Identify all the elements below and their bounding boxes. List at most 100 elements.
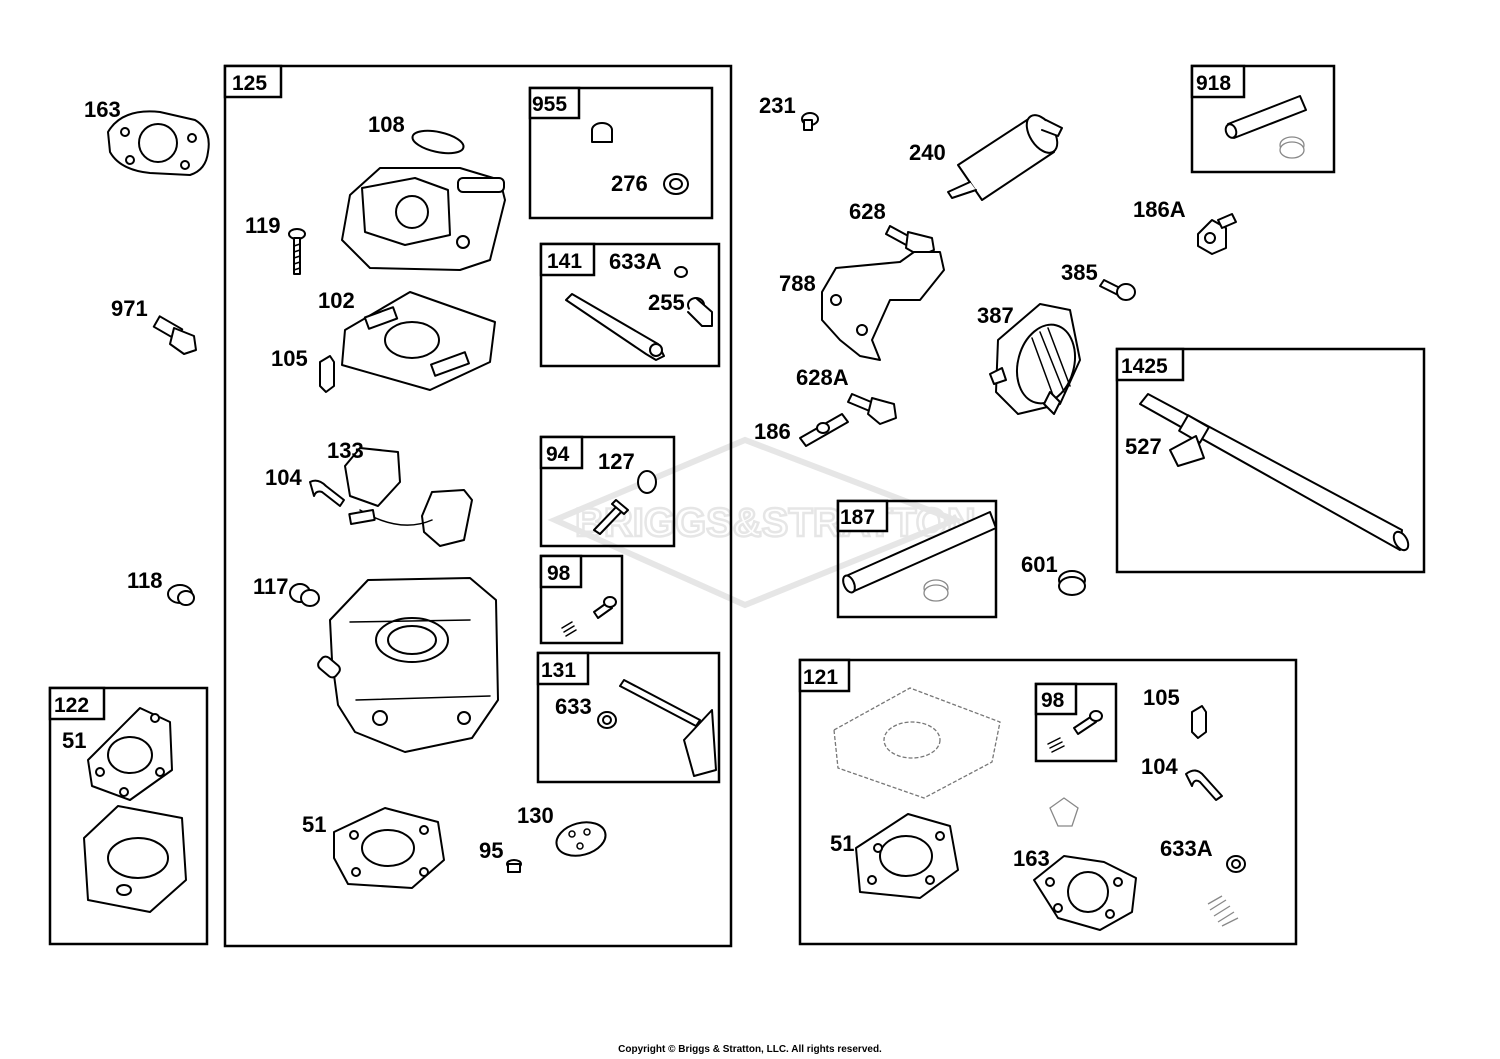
spring-98-main-icon [561, 621, 577, 637]
copyright-notice: Copyright © Briggs & Stratton, LLC. All … [618, 1044, 882, 1055]
svg-text:121: 121 [803, 666, 838, 689]
kit-tag-125: 125 [223, 64, 283, 99]
gasket-51-main-icon [333, 807, 445, 889]
label-186: 186 [754, 419, 791, 444]
label-105: 105 [271, 346, 308, 371]
plug-118-icon [167, 584, 195, 606]
kit-tag-187: 187 [836, 499, 889, 533]
kit-94-box [539, 435, 676, 548]
label-51-main: 51 [302, 812, 326, 837]
kit-125-box [223, 64, 733, 948]
label-118: 118 [127, 568, 163, 593]
label-387: 387 [977, 303, 1014, 328]
label-628: 628 [849, 199, 886, 224]
kit-121-box [798, 658, 1298, 946]
plate-130-icon [555, 821, 607, 857]
label-633a-k121: 633A [1160, 836, 1213, 861]
label-633a-main: 633A [609, 249, 662, 274]
svg-text:98: 98 [547, 562, 571, 585]
label-51-k121: 51 [830, 831, 854, 856]
gasket-163-k121-icon [1033, 855, 1137, 931]
kit-918-box [1190, 64, 1336, 174]
briggs-stratton-watermark: BRIGGS&STRATTON [547, 436, 977, 609]
label-130: 130 [517, 803, 554, 828]
kit-187-box [836, 499, 998, 619]
label-117: 117 [253, 574, 289, 599]
bolt-385-icon [1099, 279, 1136, 301]
fuel-pump-387-icon [989, 303, 1081, 415]
carburetor-body-icon [317, 577, 499, 753]
label-385: 385 [1061, 260, 1098, 285]
spacer-k122-icon [83, 805, 187, 913]
kit-tag-1425: 1425 [1115, 347, 1185, 382]
washer-276-icon [663, 173, 689, 195]
svg-text:122: 122 [54, 694, 89, 717]
spring-ghost-icon [1207, 895, 1239, 927]
kit-1425-box [1115, 347, 1426, 574]
gasket-102-ghost-icon [833, 687, 1001, 799]
label-102: 102 [318, 288, 355, 313]
kit-141-box [539, 242, 721, 368]
label-628a: 628A [796, 365, 849, 390]
label-104: 104 [265, 465, 302, 490]
clamp-601-icon [1058, 570, 1086, 596]
kit-tag-131: 131 [536, 651, 590, 686]
bracket-788-icon [821, 251, 945, 361]
kit-122-box [48, 686, 209, 946]
screw-119-icon [288, 228, 306, 275]
svg-text:918: 918 [1196, 72, 1231, 95]
svg-text:955: 955 [532, 93, 567, 116]
svg-text:187: 187 [840, 506, 875, 529]
label-119: 119 [245, 213, 281, 238]
oring-127-icon [637, 470, 657, 494]
label-788: 788 [779, 271, 816, 296]
washer-633a-main-icon [674, 266, 688, 278]
gasket-108-icon [411, 129, 465, 155]
bushing-255-icon [687, 297, 713, 327]
plug-117-icon [289, 583, 320, 607]
svg-text:125: 125 [232, 72, 267, 95]
label-231: 231 [759, 93, 796, 118]
hose-187-icon [842, 511, 997, 594]
svg-text:94: 94 [546, 443, 570, 466]
screw-98-main-icon [593, 596, 617, 619]
float-pin-104-icon [309, 479, 345, 507]
gasket-51-k122-icon [87, 707, 173, 801]
screw-231-icon [801, 112, 819, 131]
hose-918-icon [1224, 95, 1307, 139]
gasket-51-k121-icon [855, 813, 959, 899]
label-601: 601 [1021, 552, 1058, 577]
screw-98-k121-icon [1073, 710, 1103, 735]
svg-text:141: 141 [547, 250, 582, 273]
label-971: 971 [111, 296, 148, 321]
kit-tag-98-k121: 98 [1034, 682, 1078, 716]
fitting-186-icon [799, 413, 849, 447]
watermark-text: BRIGGS&STRATTON [575, 501, 976, 545]
fitting-186a-icon [1197, 213, 1237, 255]
clamp-918-icon [1279, 136, 1305, 159]
float-pin-104-k121-icon [1185, 769, 1223, 801]
label-255: 255 [648, 290, 685, 315]
fitting-971-icon [152, 315, 197, 355]
label-163-top: 163 [84, 97, 121, 122]
idle-needle-94-icon [593, 499, 629, 535]
carburetor-cover-icon [341, 167, 506, 271]
label-527: 527 [1125, 434, 1162, 459]
throttle-shaft-131-icon [619, 679, 717, 777]
label-240: 240 [909, 140, 946, 165]
label-186a: 186A [1133, 197, 1186, 222]
screw-95-icon [506, 859, 522, 873]
gasket-102-icon [341, 291, 496, 391]
clamp-187-icon [923, 579, 949, 602]
kit-tag-122: 122 [48, 686, 106, 721]
label-127: 127 [598, 449, 635, 474]
float-133-icon [344, 447, 473, 547]
label-633: 633 [555, 694, 592, 719]
label-163-k121: 163 [1013, 846, 1050, 871]
washer-633a-k121-icon [1226, 855, 1246, 873]
label-108: 108 [368, 112, 405, 137]
washer-633-icon [597, 711, 617, 729]
svg-text:131: 131 [541, 659, 576, 682]
seat-ghost-icon [1049, 797, 1079, 827]
